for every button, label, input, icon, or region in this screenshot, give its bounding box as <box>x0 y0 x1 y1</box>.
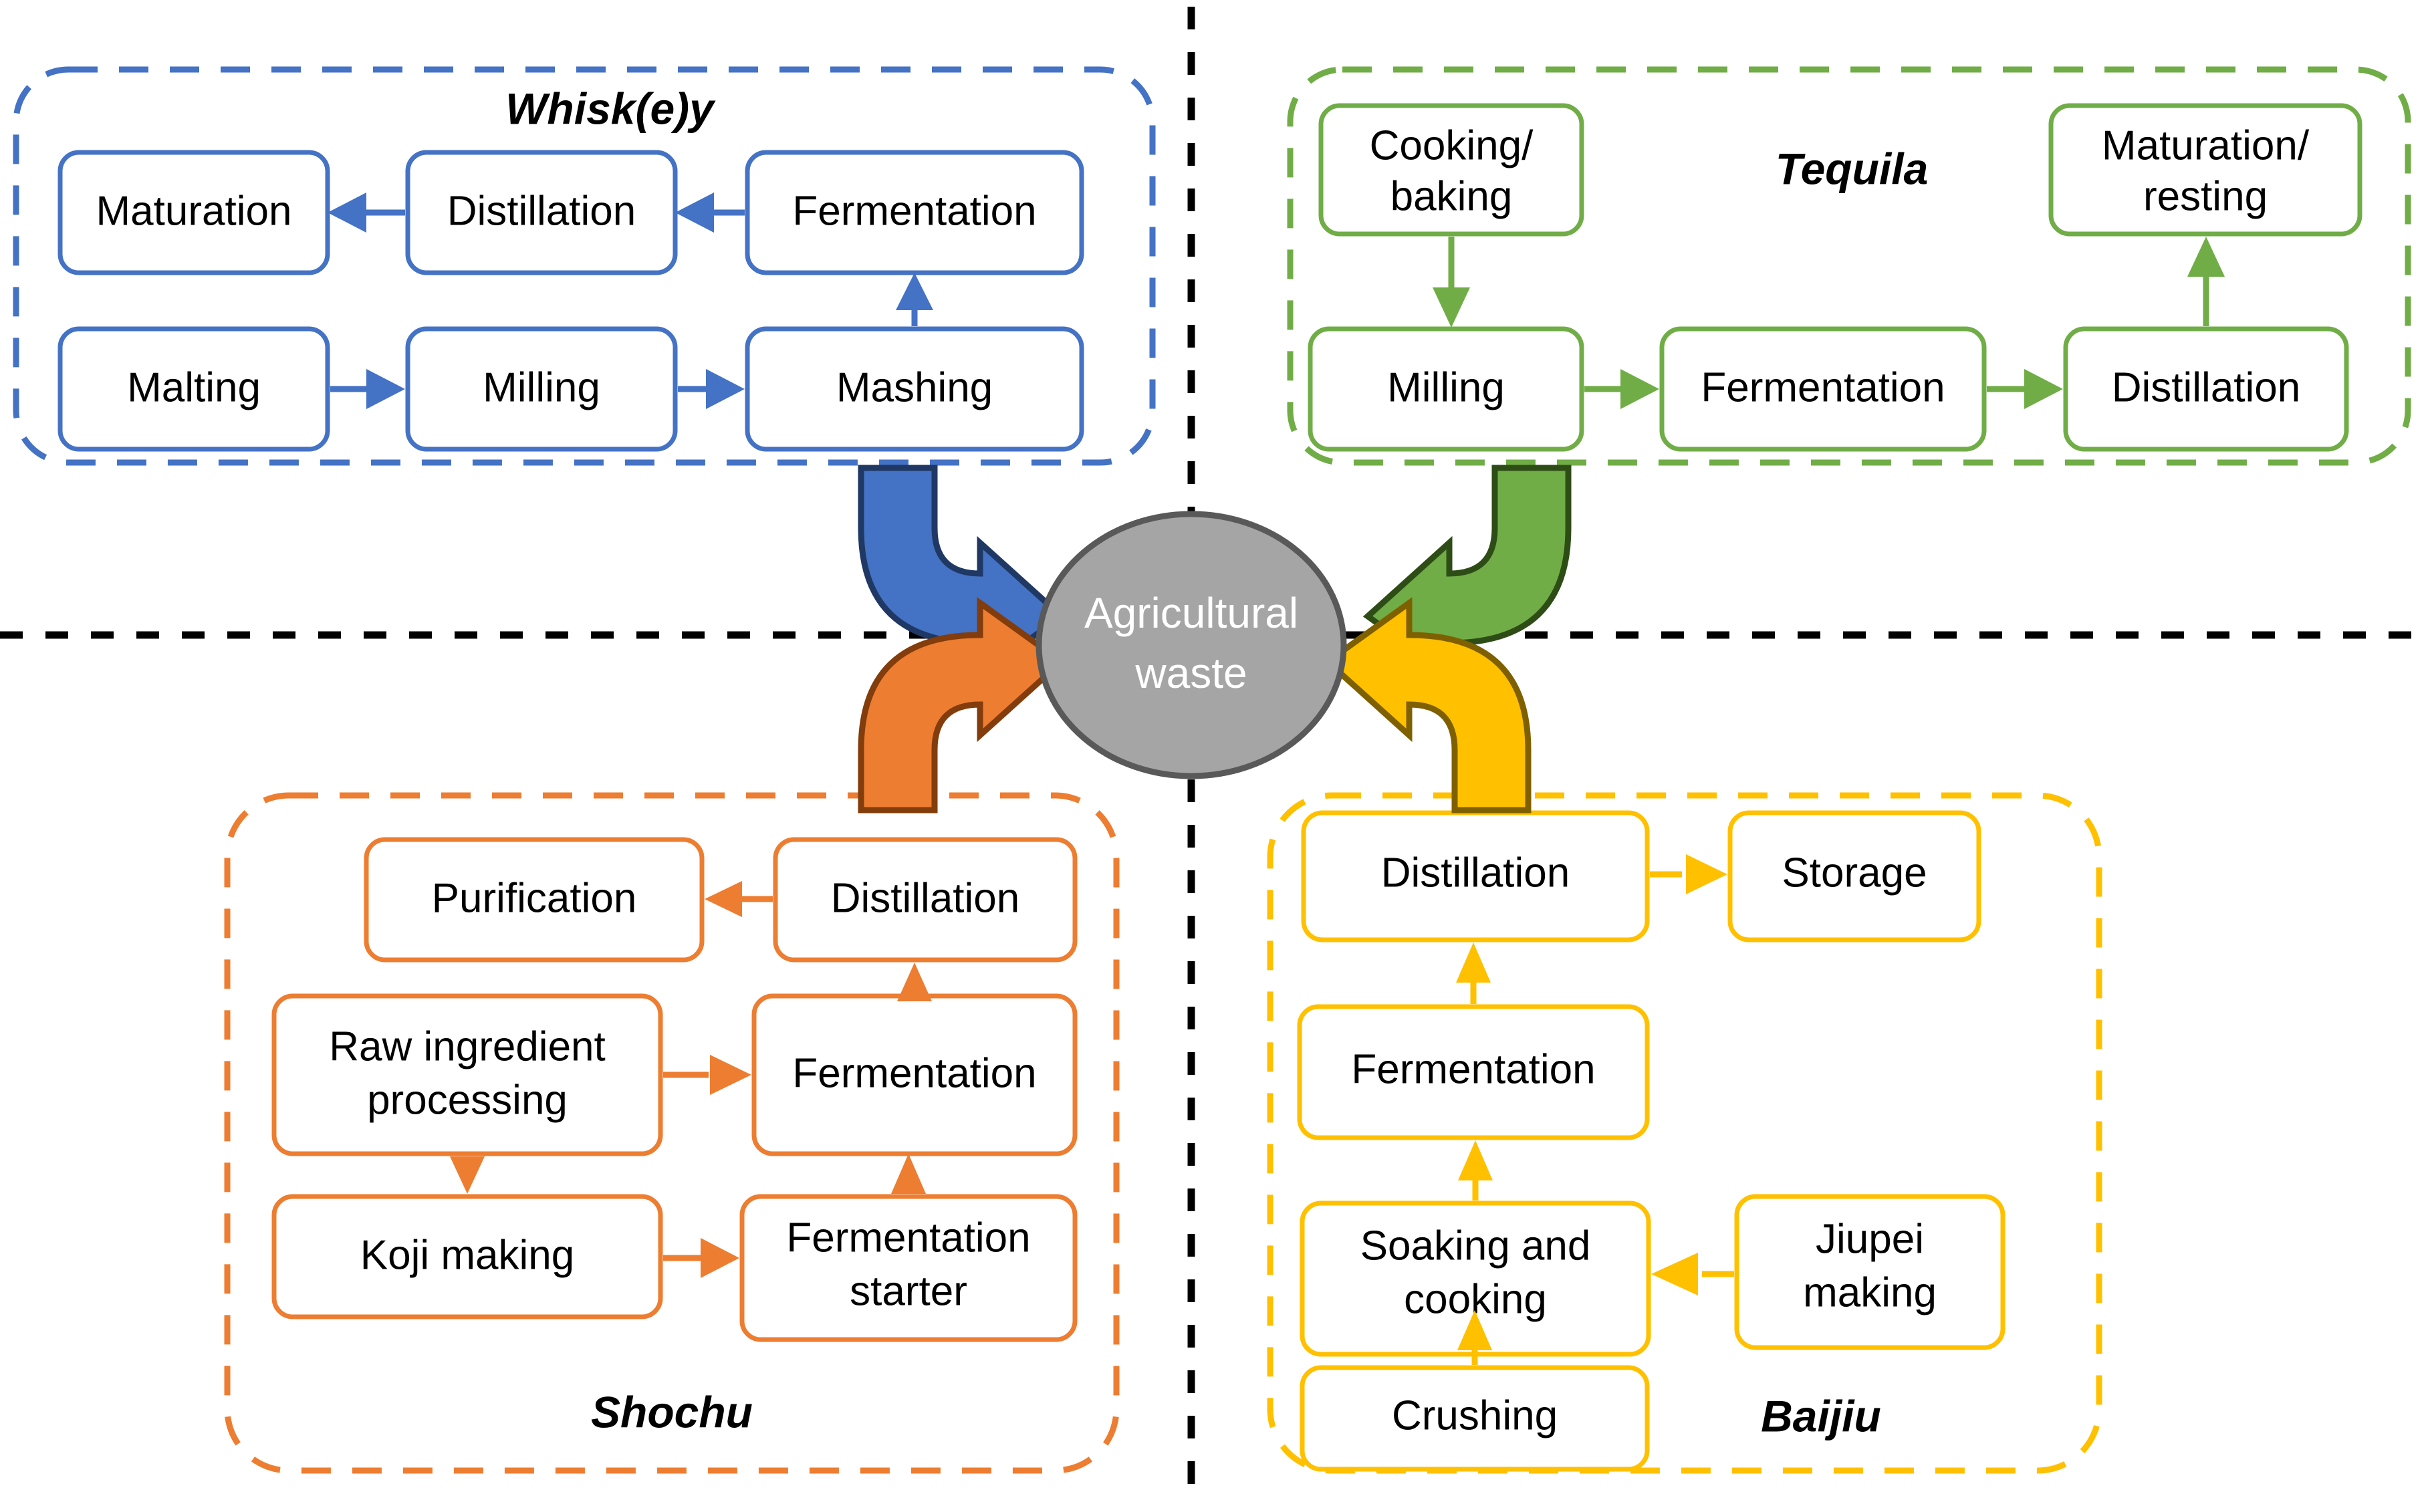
whiskey-arrowhead-1 <box>328 193 366 233</box>
baijiu-node-soaking-and-cooking-line1: Soaking and <box>1360 1223 1591 1269</box>
tequila-arrowhead-4 <box>2187 237 2225 277</box>
shochu-node-raw-ingredient-processing-line2: processing <box>367 1077 568 1123</box>
group-baijiu[interactable]: Baijiu Distillation Storage Fermentation… <box>1267 792 2102 1474</box>
shochu-node-distillation-label: Distillation <box>831 875 1020 921</box>
group-shochu[interactable]: Shochu Purification Distillation Raw ing… <box>224 792 1120 1474</box>
baijiu-arrowhead-2 <box>1456 942 1491 983</box>
tequila-node-milling[interactable] <box>1308 326 1584 452</box>
tequila-node-maturation-resting-line1: Maturation/ <box>2102 122 2310 168</box>
shochu-frame <box>224 792 1120 1474</box>
baijiu-edges <box>1456 854 1734 1365</box>
shochu-node-raw-ingredient-processing[interactable] <box>271 993 663 1156</box>
shochu-arrowhead-4 <box>450 1156 485 1194</box>
group-whiskey[interactable]: Whisk(e)y Maturation Distillation Fermen… <box>13 66 1156 466</box>
tequila-node-fermentation[interactable] <box>1659 326 1987 452</box>
tequila-node-cooking-baking-line1: Cooking/ <box>1370 122 1534 168</box>
shochu-to-hub-arrow <box>858 597 1067 813</box>
shochu-edges <box>450 881 932 1278</box>
shochu-arrowhead-1 <box>705 881 742 917</box>
baijiu-node-jiupei-making-line2: making <box>1803 1269 1937 1315</box>
tequila-node-maturation-resting-line2: resting <box>2143 173 2268 219</box>
baijiu-node-storage[interactable] <box>1727 810 1981 942</box>
baijiu-node-crushing-label: Crushing <box>1392 1392 1558 1438</box>
whiskey-node-mashing[interactable] <box>745 326 1084 452</box>
baijiu-node-crushing[interactable] <box>1300 1365 1650 1472</box>
shochu-arrowhead-2 <box>897 963 932 1001</box>
shochu-node-fermentation-label: Fermentation <box>792 1050 1036 1096</box>
whiskey-node-malting[interactable] <box>57 326 330 452</box>
baijiu-node-jiupei-making[interactable] <box>1734 1194 2006 1350</box>
whiskey-arrowhead-3 <box>366 369 405 409</box>
whiskey-edges <box>328 193 933 409</box>
baijiu-node-storage-label: Storage <box>1782 850 1927 896</box>
group-tequila[interactable]: Tequila Cooking/ baking Maturation/ rest… <box>1287 66 2411 466</box>
shochu-node-raw-ingredient-processing-line1: Raw ingredient <box>329 1023 606 1069</box>
whiskey-node-distillation-label: Distillation <box>447 188 636 234</box>
tequila-arrowhead-3 <box>2024 369 2063 409</box>
whiskey-arrowhead-5 <box>896 273 933 310</box>
shochu-node-fermentation-starter-line1: Fermentation <box>786 1215 1030 1261</box>
shochu-node-purification[interactable] <box>364 837 705 963</box>
baijiu-arrowhead-3 <box>1458 1140 1493 1180</box>
shochu-title: Shochu <box>591 1387 753 1436</box>
baijiu-arrowhead-4 <box>1651 1253 1698 1295</box>
whiskey-arrowhead-2 <box>675 193 714 233</box>
whiskey-node-fermentation-label: Fermentation <box>792 188 1036 234</box>
baijiu-node-distillation-label: Distillation <box>1381 850 1570 896</box>
tequila-frame <box>1287 66 2411 466</box>
hub-label-line1: Agricultural <box>1084 589 1298 637</box>
baijiu-frame <box>1267 792 2102 1474</box>
tequila-node-cooking-baking-line2: baking <box>1390 173 1513 219</box>
tequila-edges <box>1433 237 2225 409</box>
tequila-node-distillation[interactable] <box>2063 326 2349 452</box>
agricultural-waste-hub[interactable]: Agricultural waste <box>1036 511 1347 779</box>
tequila-node-fermentation-label: Fermentation <box>1701 364 1945 410</box>
whiskey-frame <box>13 66 1156 466</box>
tequila-node-maturation-resting[interactable] <box>2048 103 2362 237</box>
whiskey-node-maturation-label: Maturation <box>96 188 292 234</box>
baijiu-arrowhead-1 <box>1686 854 1727 894</box>
tequila-arrowhead-1 <box>1433 287 1470 328</box>
shochu-arrowhead-6 <box>891 1154 926 1194</box>
tequila-node-distillation-label: Distillation <box>2112 364 2301 410</box>
shochu-node-fermentation-starter-line2: starter <box>850 1268 967 1314</box>
shochu-node-distillation[interactable] <box>773 837 1078 963</box>
whiskey-node-milling[interactable] <box>405 326 678 452</box>
baijiu-node-fermentation[interactable] <box>1297 1004 1650 1140</box>
tequila-node-cooking-baking[interactable] <box>1318 103 1584 237</box>
baijiu-node-jiupei-making-line1: Jiupei <box>1816 1216 1924 1262</box>
whiskey-title: Whisk(e)y <box>505 84 716 133</box>
hub-label-line2: waste <box>1134 649 1247 697</box>
hub-ellipse <box>1036 511 1347 779</box>
shochu-node-koji-making[interactable] <box>271 1194 663 1319</box>
tequila-title: Tequila <box>1776 144 1929 193</box>
baijiu-node-fermentation-label: Fermentation <box>1351 1046 1595 1092</box>
tequila-node-milling-label: Milling <box>1387 364 1505 410</box>
shochu-arrowhead-3 <box>710 1055 751 1095</box>
tequila-arrowhead-2 <box>1620 369 1659 409</box>
shochu-node-fermentation-starter[interactable] <box>739 1194 1078 1342</box>
baijiu-to-hub-arrow <box>1322 597 1532 813</box>
shochu-node-koji-making-label: Koji making <box>360 1232 574 1278</box>
baijiu-title: Baijiu <box>1761 1391 1881 1440</box>
shochu-node-purification-label: Purification <box>432 875 637 921</box>
whiskey-node-mashing-label: Mashing <box>836 364 993 410</box>
whiskey-node-malting-label: Malting <box>127 364 261 410</box>
baijiu-arrowhead-5 <box>1457 1310 1492 1350</box>
whiskey-node-milling-label: Milling <box>483 364 600 410</box>
shochu-arrowhead-5 <box>701 1238 739 1278</box>
whiskey-arrowhead-4 <box>706 369 745 409</box>
